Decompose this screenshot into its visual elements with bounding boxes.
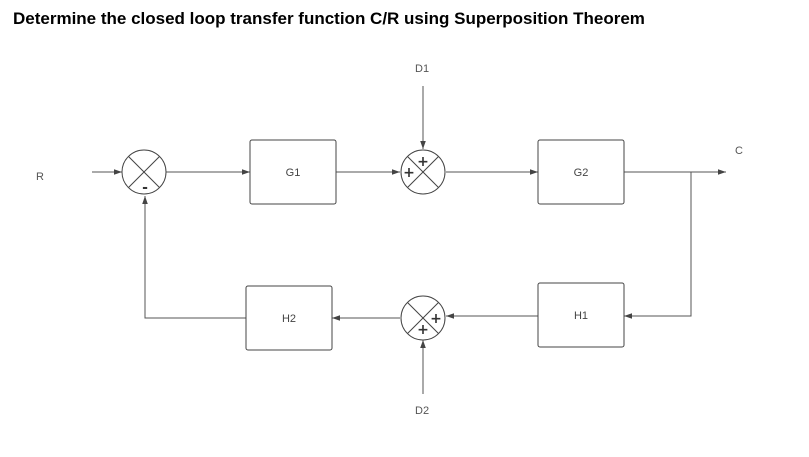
disturbance-label-d1: D1 [415,63,429,75]
block-g1: G1 [249,139,337,205]
sum2-left-plus-sign: + [403,165,415,181]
wire-h2-to-sum1 [142,196,246,319]
disturbance-label-d2: D2 [415,405,429,417]
input-label-r: R [36,171,44,183]
output-label-c: C [735,145,743,157]
summing-junction-3: + + [400,295,446,341]
sum2-top-plus-sign: + [417,154,429,170]
block-h1-label: H1 [574,310,588,322]
block-g2-label: G2 [574,167,589,179]
summing-junction-2: + + [400,149,446,195]
sum1-minus-sign: - [142,180,148,196]
block-h2: H2 [245,285,333,351]
block-h2-label: H2 [282,313,296,325]
wire-output-to-h1 [624,172,692,319]
page-title: Determine the closed loop transfer funct… [13,9,645,28]
block-g1-label: G1 [286,167,301,179]
block-h1: H1 [537,282,625,348]
sum3-right-plus-sign: + [430,311,442,327]
sum3-bottom-plus-sign: + [417,322,429,338]
summing-junction-1: - [121,149,167,196]
block-g2: G2 [537,139,625,205]
